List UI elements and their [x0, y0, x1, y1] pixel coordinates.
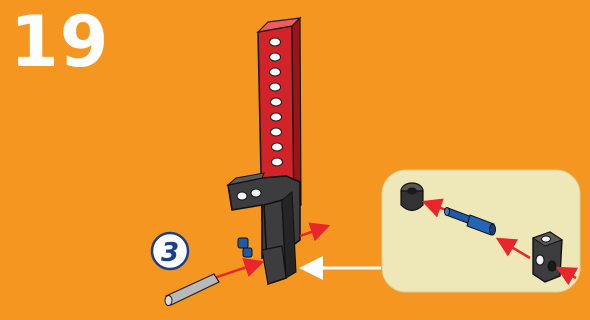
- grey-axle-icon: [165, 274, 219, 306]
- dark-grey-frame-icon: [228, 173, 300, 284]
- quantity-label: 3: [161, 238, 179, 268]
- insert-arrow-right: [300, 226, 328, 236]
- insert-arrow-axle: [214, 262, 262, 278]
- dark-grey-connector-icon: [533, 232, 562, 282]
- blue-pin-icon: [238, 238, 252, 257]
- dark-grey-bushing-icon: [401, 183, 423, 211]
- quantity-callout: 3: [152, 233, 188, 269]
